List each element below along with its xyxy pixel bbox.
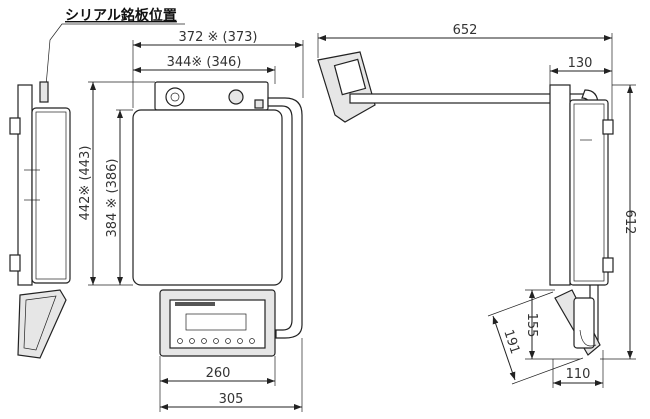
dim-platter-width: 344※ (346) (167, 55, 242, 70)
dim-total-height: 612 (622, 210, 637, 235)
dim-platter-depth: 384 ※ (386) (105, 159, 120, 238)
dim-base-width: 305 (219, 392, 244, 407)
dim-indicator-diag: 191 (500, 328, 522, 356)
indicator-keys (177, 338, 255, 344)
right-view (317, 51, 614, 356)
dim-indicator-width: 260 (206, 366, 231, 381)
left-side-view (9, 81, 71, 359)
right-dimensions: 652 130 612 155 191 110 (317, 23, 637, 388)
dim-overall-width: 372 ※ (373) (179, 30, 258, 45)
dim-indicator-depth: 110 (566, 367, 591, 382)
front-view (132, 81, 303, 357)
dim-side-offset: 130 (568, 56, 593, 71)
dim-overall-depth: 442※ (443) (78, 146, 93, 221)
serial-plate-label: シリアル銘板位置 (65, 7, 177, 24)
serial-plate-leader (45, 23, 185, 87)
dim-pole-reach: 652 (453, 23, 478, 38)
dim-indicator-height: 155 (524, 313, 539, 338)
front-dimensions: 372 ※ (373) 344※ (346) 442※ (443) 384 ※ … (78, 30, 304, 412)
